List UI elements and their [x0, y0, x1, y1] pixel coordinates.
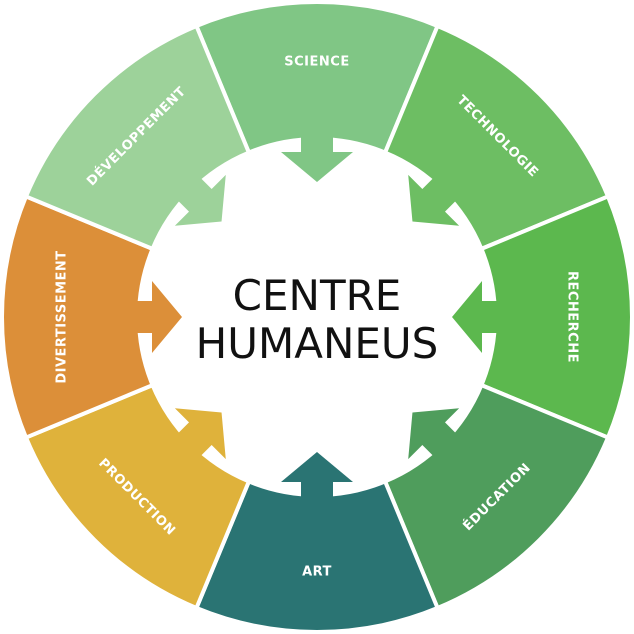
arrow-production	[164, 408, 226, 470]
arrow-technologie	[408, 164, 470, 226]
label-science: SCIENCE	[284, 55, 349, 70]
center-circle	[147, 147, 487, 487]
arrow-divertissement	[117, 281, 182, 353]
center-title-line1: CENTRE	[233, 271, 402, 320]
arrows-group	[117, 117, 517, 517]
label-art: ART	[302, 565, 332, 580]
center-title-line2: HUMANEUS	[196, 319, 439, 368]
label-recherche: RECHERCHE	[565, 271, 580, 363]
arrow-science	[281, 117, 353, 182]
arrow-art	[281, 452, 353, 517]
arrow-education	[408, 408, 470, 470]
label-divertissement: DIVERTISSEMENT	[55, 250, 70, 383]
arrow-developpement	[164, 164, 226, 226]
arrow-recherche	[452, 281, 517, 353]
segment-developpement	[23, 23, 252, 252]
